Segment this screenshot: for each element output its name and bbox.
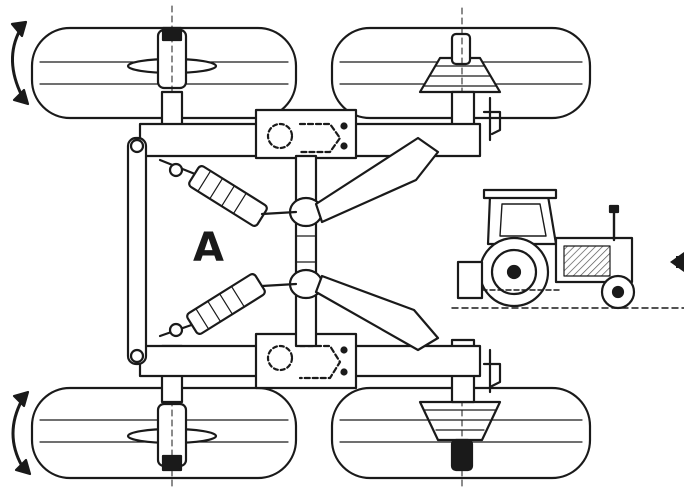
front-right-wheel bbox=[330, 7, 592, 131]
rotation-arrow-front-left bbox=[10, 20, 30, 106]
front-steering-cylinder bbox=[158, 158, 298, 227]
rear-left-wheel bbox=[30, 359, 298, 489]
diagram-label-A: A bbox=[193, 225, 224, 271]
rotation-arrow-rear-left bbox=[11, 390, 32, 476]
rear-diagonal-arm bbox=[314, 274, 440, 352]
front-axle-beam bbox=[138, 108, 482, 160]
front-diagonal-arm bbox=[314, 136, 440, 224]
tractor-inset bbox=[451, 188, 684, 310]
side-link-rod bbox=[126, 136, 148, 366]
rear-steering-cylinder bbox=[158, 273, 298, 338]
front-left-wheel bbox=[30, 5, 298, 131]
direction-arrow-icon bbox=[670, 252, 684, 272]
central-spine bbox=[288, 154, 324, 348]
